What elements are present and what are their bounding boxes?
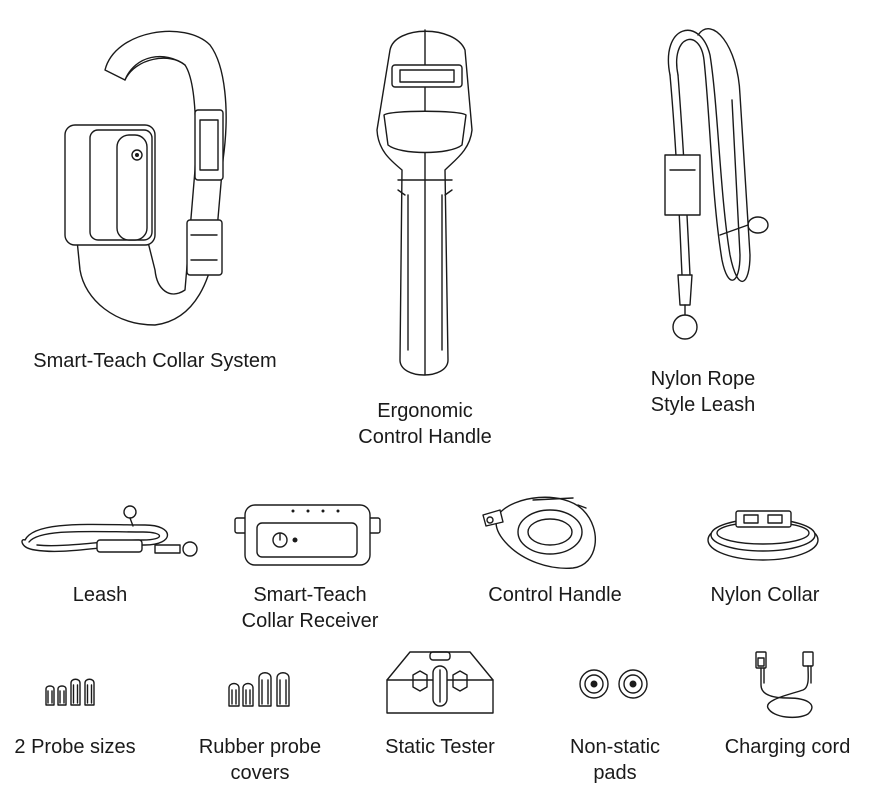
collar-system-icon xyxy=(45,20,245,340)
item-caption-line: Control Handle xyxy=(488,584,622,606)
control-handle-icon xyxy=(478,490,603,570)
probe-covers-icon xyxy=(228,668,294,706)
item-caption-line: Ergonomic xyxy=(377,400,473,422)
pads-icon xyxy=(578,668,650,700)
item-caption-line: Static Tester xyxy=(385,736,495,758)
leash-icon xyxy=(15,500,200,570)
rope-leash-icon xyxy=(640,15,780,360)
nylon-collar-icon xyxy=(706,505,821,565)
item-caption-line: Style Leash xyxy=(650,394,756,416)
item-caption-line: Smart-Teach Collar System xyxy=(33,350,277,372)
static-tester-icon xyxy=(385,650,495,715)
charging-cord-icon xyxy=(748,650,828,720)
ergonomic-handle-icon xyxy=(370,20,480,390)
item-caption-line: Non-static xyxy=(569,736,661,758)
item-caption-line: Collar Receiver xyxy=(241,610,379,632)
item-caption-line: 2 Probe sizes xyxy=(14,736,136,758)
collar-receiver-icon xyxy=(235,503,380,568)
item-caption-line: Nylon Rope xyxy=(650,368,756,390)
item-caption-line: covers xyxy=(230,762,290,784)
item-caption-line: Rubber probe xyxy=(198,736,322,758)
item-caption-line: Leash xyxy=(72,584,128,606)
probes-icon xyxy=(45,675,100,705)
item-caption-line: Control Handle xyxy=(358,426,492,448)
item-caption-line: Charging cord xyxy=(724,736,851,758)
item-caption-line: pads xyxy=(593,762,637,784)
item-caption-line: Nylon Collar xyxy=(710,584,820,606)
item-caption-line: Smart-Teach xyxy=(253,584,367,606)
